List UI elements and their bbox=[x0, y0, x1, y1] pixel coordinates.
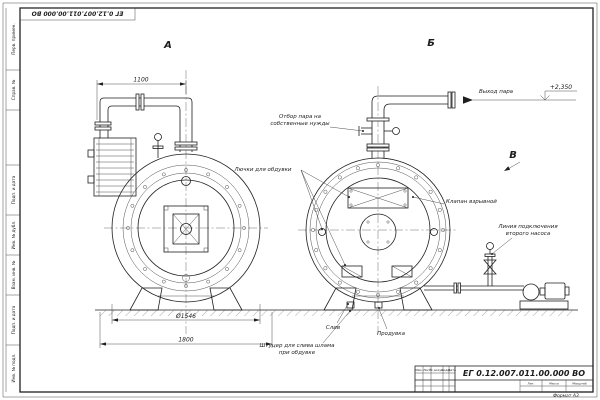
steam-piping-left bbox=[94, 93, 198, 152]
steam-piping-right bbox=[358, 91, 576, 158]
blowdown-stub bbox=[374, 301, 383, 309]
bolt-circle-right bbox=[311, 163, 445, 297]
tb-col-podp: Подп. bbox=[441, 368, 450, 372]
callouts: Выход пара Отбор пара на собственные нуж… bbox=[234, 89, 559, 356]
stamp-inv-podl: Инв. № подл. bbox=[11, 354, 16, 383]
callout-drain: Слив bbox=[326, 325, 340, 331]
tb-col-list: Лист bbox=[423, 368, 431, 372]
title-block: Изм. Лист № докум. Подп. Дата ЕГ 0.12.00… bbox=[414, 365, 594, 399]
callout-steam-out: Выход пара bbox=[479, 89, 514, 95]
callout-explosion-valve: Клапан взрывной bbox=[446, 199, 497, 205]
tb-lit-label: Лит. bbox=[528, 382, 535, 386]
view-label-b: Б bbox=[427, 38, 435, 49]
ground-line bbox=[95, 309, 578, 316]
dim-1800: 1800 bbox=[99, 312, 273, 348]
riser-valve bbox=[483, 242, 497, 275]
tb-scale-label: Масштаб bbox=[572, 382, 586, 386]
centerlines bbox=[104, 70, 458, 334]
sight-glass bbox=[181, 176, 191, 186]
dimensions: 1100 Ø1546 1800 bbox=[96, 77, 273, 348]
stamp-inv-dubl: Инв. № дубл. bbox=[11, 221, 16, 250]
dim-1100: 1100 bbox=[96, 77, 187, 120]
elevation-value: +2,350 bbox=[550, 84, 572, 91]
stamp-sprav-no: Справ. № bbox=[11, 79, 16, 100]
tb-col-data: Дата bbox=[448, 368, 456, 372]
stamp-podp-data-1: Подп. и дата bbox=[11, 175, 16, 204]
boiler-front-view-a bbox=[111, 133, 261, 311]
burner-opening bbox=[359, 213, 397, 251]
callout-sludge-1: Штуцер для слива шлама bbox=[260, 343, 336, 349]
tb-col-dokum: № докум. bbox=[430, 368, 445, 372]
dim-1100-value: 1100 bbox=[133, 77, 148, 84]
drain-stub bbox=[346, 301, 355, 309]
dim-1800-value: 1800 bbox=[178, 337, 193, 344]
elevation-mark: +2,350 bbox=[540, 84, 577, 101]
stamp-vzam-inv: Взам. инв. № bbox=[11, 260, 16, 289]
callout-hatches: Лючки для обдувки bbox=[234, 167, 292, 173]
callout-sludge-2: при обдувке bbox=[279, 350, 316, 356]
burner-assembly bbox=[163, 205, 209, 253]
tb-mass-label: Масса bbox=[549, 382, 559, 386]
vent-valve bbox=[152, 133, 164, 158]
stamp-perv-primen: Перв. примен. bbox=[11, 23, 16, 54]
own-needs-takeoff bbox=[358, 126, 372, 136]
callout-pump-line-1: Линия подключения bbox=[497, 224, 558, 230]
flow-arrow bbox=[463, 96, 473, 104]
inverted-doc-stamp: ЕГ 0.12.007.011.00.000 ВО bbox=[19, 7, 136, 21]
feed-pump-unit bbox=[424, 242, 570, 310]
view-labels: А Б В bbox=[163, 38, 521, 171]
view-v-arrowhead bbox=[504, 166, 511, 171]
callout-pump-line-2: второго насоса bbox=[506, 231, 551, 237]
format-label: Формат А3 bbox=[553, 393, 579, 399]
callout-own-needs-1: Отбор пара на bbox=[279, 114, 322, 120]
left-stamp-column: Перв. примен. Справ. № Подп. и дата Инв.… bbox=[5, 8, 20, 392]
support-saddles-left bbox=[129, 287, 243, 311]
lower-fitting bbox=[182, 274, 190, 282]
callout-blowdown: Продувка bbox=[377, 331, 406, 337]
view-label-a: А bbox=[163, 40, 172, 51]
view-label-v: В bbox=[509, 150, 517, 161]
explosion-hatch bbox=[347, 187, 409, 209]
stamp-podp-data-2: Подп. и дата bbox=[11, 305, 16, 334]
dim-diameter: Ø1546 bbox=[111, 304, 261, 324]
tb-col-izm: Изм. bbox=[415, 368, 422, 372]
doc-number: ЕГ 0.12.007.011.00.000 ВО bbox=[463, 369, 585, 378]
callout-own-needs-2: собственные нужды bbox=[270, 121, 330, 127]
support-saddles-right bbox=[323, 287, 433, 311]
economizer-block bbox=[87, 137, 137, 197]
pump-motor bbox=[519, 282, 570, 310]
dim-diameter-value: Ø1546 bbox=[175, 313, 196, 320]
inverted-doc-number: ЕГ 0.12.007.011.00.000 ВО bbox=[32, 10, 124, 17]
bolt-circle-left bbox=[126, 168, 246, 288]
pressure-gauge bbox=[384, 127, 400, 135]
blowoff-hatches bbox=[318, 228, 438, 278]
